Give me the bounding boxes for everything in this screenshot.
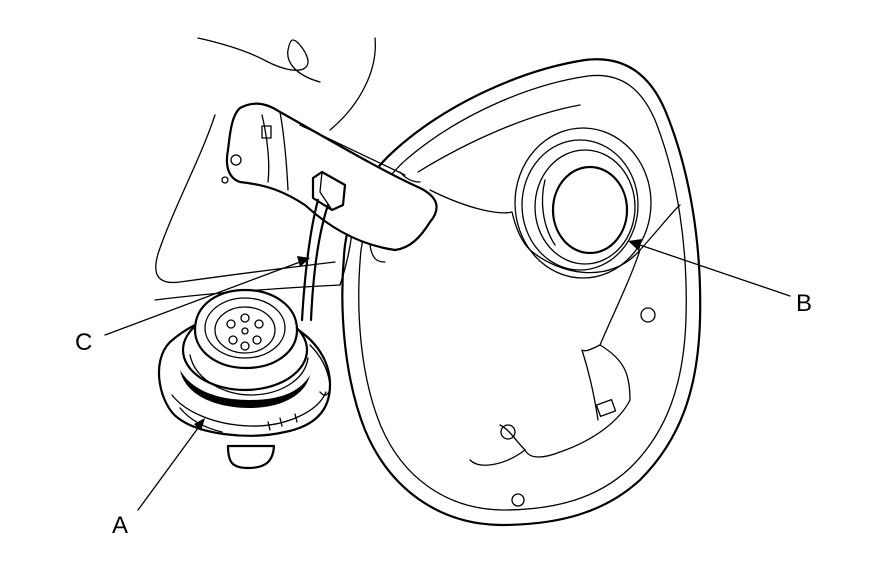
callout-label-b: B <box>796 290 812 317</box>
tether-bracket <box>221 102 438 263</box>
callout-label-a: A <box>112 512 128 539</box>
leader-line-b <box>628 239 791 297</box>
filler-neck <box>514 127 652 279</box>
arrow-a-icon <box>194 418 205 431</box>
arrow-c-icon <box>297 256 310 267</box>
fuel-cap <box>157 288 332 470</box>
leader-line-a <box>137 418 205 511</box>
leader-line-c <box>104 256 310 336</box>
fuel-door-housing <box>341 58 702 527</box>
arrow-b-icon <box>628 239 642 251</box>
tether-cord <box>300 198 330 322</box>
callout-label-c: C <box>75 329 92 356</box>
